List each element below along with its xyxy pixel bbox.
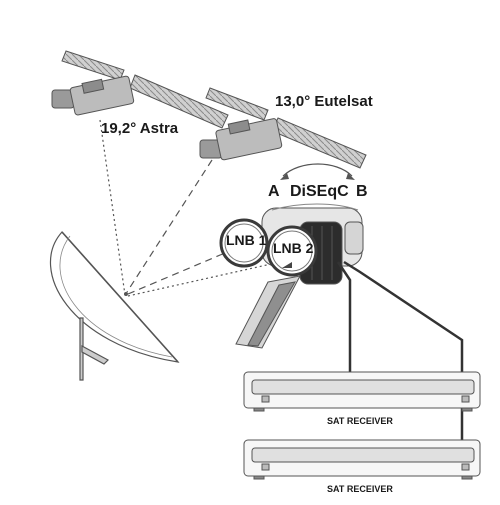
signal-line-lnb1: [127, 249, 233, 295]
switch-arrow-head-right-icon: [346, 173, 355, 180]
port-a-label: A: [268, 183, 280, 200]
receiver-1-icon: [243, 371, 481, 412]
satellite-astra-label: 19,2° Astra: [101, 120, 179, 137]
satellite-eutelsat-label: 13,0° Eutelsat: [275, 93, 373, 110]
receiver-2-icon: [243, 439, 481, 480]
switch-arc-arrow-icon: [282, 163, 353, 177]
dish-focus-point: [124, 292, 128, 296]
satellite-eutelsat-icon: [199, 87, 367, 169]
cable-receiver-1: [336, 261, 352, 372]
lnb-2: LNB 2: [266, 225, 318, 277]
diseqc-label: DiSEqC: [290, 183, 349, 200]
satellite-astra-icon: [51, 50, 229, 129]
receiver-cables: [336, 260, 464, 456]
port-b-label: B: [356, 183, 368, 200]
receiver-2-label: SAT RECEIVER: [327, 484, 393, 494]
lnb-arm: [235, 275, 301, 349]
lnb-1-label: LNB 1: [226, 232, 267, 248]
diseqc-switch-labels: A DiSEqC B: [268, 163, 368, 200]
receiver-1-label: SAT RECEIVER: [327, 416, 393, 426]
signal-line-eutelsat: [126, 159, 213, 293]
signal-line-astra: [99, 119, 126, 296]
signal-line-lnb2: [127, 261, 281, 297]
lnb-1: LNB 1: [219, 218, 269, 268]
satellite-dish-icon: [49, 231, 180, 381]
cable-receiver-2: [343, 260, 464, 456]
switch-arrow-head-left-icon: [280, 173, 289, 180]
lnb-2-label: LNB 2: [273, 240, 314, 256]
signal-paths: [99, 119, 281, 297]
